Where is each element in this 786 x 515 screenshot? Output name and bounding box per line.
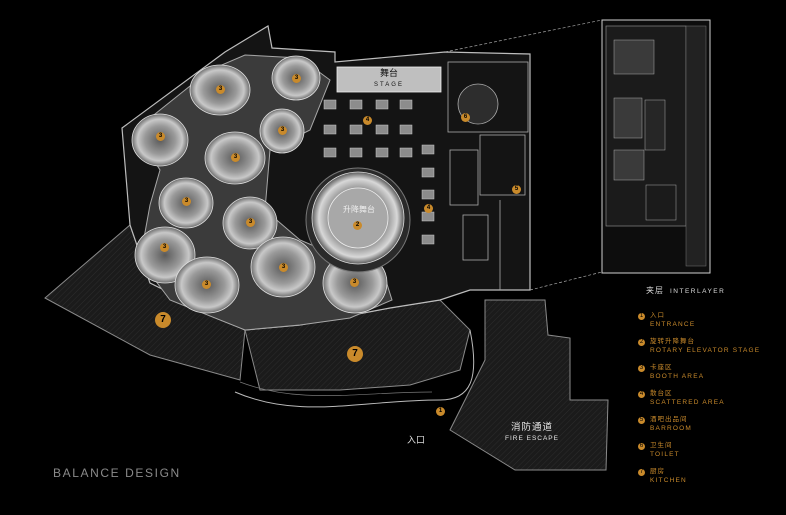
legend-en: BARROOM (650, 425, 692, 432)
interlayer-plan (601, 19, 711, 274)
legend-en: BOOTH AREA (650, 373, 705, 380)
legend-zh: 酒吧出品间 (650, 416, 688, 423)
legend-number: 3 (638, 365, 645, 372)
walkway (234, 329, 475, 408)
rotary-stage-label: 升降舞台 (343, 205, 375, 214)
kitchen-marker: 7 (155, 312, 171, 328)
fire-escape-zh: 消防通道 (510, 422, 553, 433)
legend-item: 6 卫生间 TOILET (638, 441, 778, 467)
entrance-label: 入口 (407, 435, 426, 445)
interlayer-leader (444, 19, 603, 53)
entrance-marker: 1 (436, 407, 445, 416)
legend-number: 6 (638, 443, 645, 450)
fire-escape-zone (449, 299, 609, 471)
stage-label: 舞台 STAGE (337, 66, 441, 88)
booth-marker: 3 (231, 153, 240, 162)
stage-label-zh: 舞台 (379, 68, 398, 78)
legend-item: 5 酒吧出品间 BARROOM (638, 415, 778, 441)
booth-marker: 3 (202, 280, 211, 289)
stage-marker: 2 (353, 221, 362, 230)
interlayer-label: 夹层 INTERLAYER (646, 285, 725, 296)
fire-escape-label: 消防通道 FIRE ESCAPE (505, 419, 559, 442)
booth-marker: 3 (182, 197, 191, 206)
legend-zh: 卡座区 (650, 364, 673, 371)
legend-number: 2 (638, 339, 645, 346)
booth-marker: 3 (278, 126, 287, 135)
booth-marker: 3 (350, 278, 359, 287)
legend: 1 入口 ENTRANCE 2 旋转升降舞台 ROTARY ELEVATOR STA… (638, 311, 778, 493)
booth-marker: 3 (292, 74, 301, 83)
legend-zh: 旋转升降舞台 (650, 338, 695, 345)
legend-zh: 卫生间 (650, 442, 673, 449)
rotary-stage (305, 167, 411, 273)
kitchen-marker: 7 (347, 346, 363, 362)
legend-zh: 入口 (650, 312, 665, 319)
legend-number: 1 (638, 313, 645, 320)
legend-zh: 厨房 (650, 468, 665, 475)
legend-en: SCATTERED AREA (650, 399, 725, 406)
booth-marker: 3 (279, 263, 288, 272)
brand-logo: BALANCE DESIGN (53, 466, 181, 480)
scattered-marker: 4 (363, 116, 372, 125)
interlayer-en: INTERLAYER (670, 288, 726, 295)
booth-marker: 3 (246, 218, 255, 227)
legend-number: 4 (638, 391, 645, 398)
legend-en: ENTRANCE (650, 321, 696, 328)
legend-en: ROTARY ELEVATOR STAGE (650, 347, 761, 354)
legend-number: 7 (638, 469, 645, 476)
booth-marker: 3 (216, 85, 225, 94)
bar-marker: 5 (512, 185, 521, 194)
legend-number: 5 (638, 417, 645, 424)
scattered-marker: 4 (424, 204, 433, 213)
fire-escape-en: FIRE ESCAPE (505, 435, 559, 442)
scattered-tables (323, 99, 435, 245)
legend-en: KITCHEN (650, 477, 687, 484)
legend-item: 1 入口 ENTRANCE (638, 311, 778, 337)
booth-marker: 3 (156, 132, 165, 141)
booth-marker: 3 (160, 243, 169, 252)
interlayer-zh: 夹层 (646, 286, 664, 295)
legend-item: 3 卡座区 BOOTH AREA (638, 363, 778, 389)
stage-platform (336, 66, 442, 93)
stage-label-en: STAGE (374, 82, 404, 88)
toilet-marker: 6 (461, 113, 470, 122)
legend-zh: 散台区 (650, 390, 673, 397)
legend-item: 2 旋转升降舞台 ROTARY ELEVATOR STAGE (638, 337, 778, 363)
legend-item: 4 散台区 SCATTERED AREA (638, 389, 778, 415)
legend-en: TOILET (650, 451, 680, 458)
legend-item: 7 厨房 KITCHEN (638, 467, 778, 493)
